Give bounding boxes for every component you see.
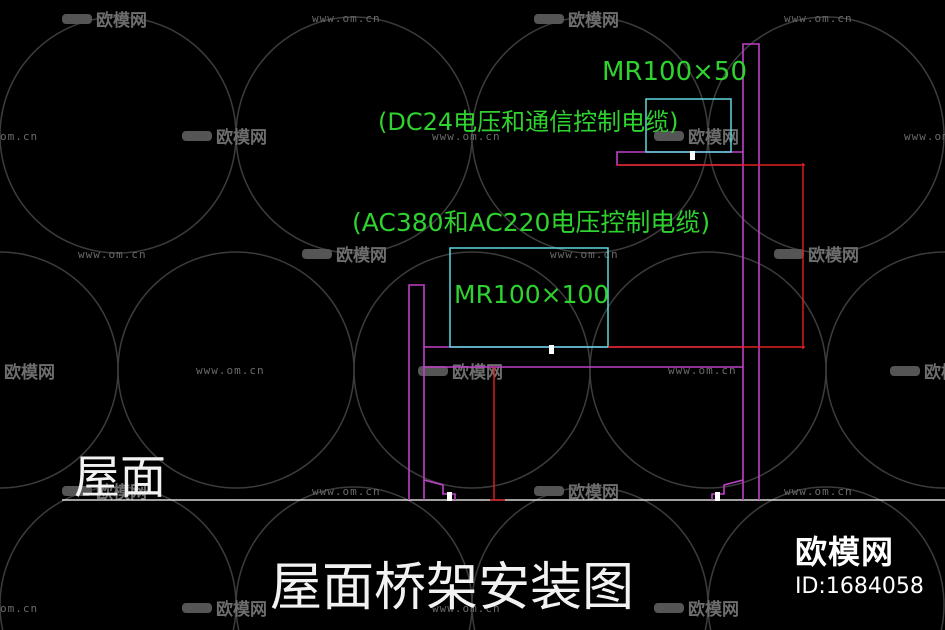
watermark-logo: 欧模网 — [654, 127, 739, 148]
watermark-logo: 欧模网 — [418, 362, 503, 383]
svg-text:欧模网: 欧模网 — [216, 127, 267, 148]
svg-text:www.om.cn: www.om.cn — [904, 130, 945, 143]
cable-tray-large — [449, 247, 609, 348]
drawing-title: 屋面桥架安装图 — [270, 558, 634, 618]
watermark-logo: 欧模网 — [182, 599, 267, 620]
watermark-urls: www.om.cn www.om.cn om.cn www.om.cn www.… — [0, 12, 945, 615]
cable-tray-small — [645, 98, 732, 153]
svg-text:www.om.cn: www.om.cn — [784, 12, 853, 25]
svg-text:欧模网: 欧模网 — [688, 127, 739, 148]
watermark-logo: 欧模网 — [182, 127, 267, 148]
svg-text:om.cn: om.cn — [0, 602, 38, 615]
watermark-logo: 欧模网 — [890, 362, 945, 383]
watermark-logo: 欧模网 — [534, 482, 619, 503]
svg-text:www.om.cn: www.om.cn — [668, 364, 737, 377]
bolt-icons — [447, 151, 720, 501]
watermark-logo: 欧模网 — [62, 482, 147, 503]
svg-text:欧模网: 欧模网 — [216, 599, 267, 620]
svg-text:欧模网: 欧模网 — [4, 362, 55, 383]
svg-text:欧模网: 欧模网 — [336, 245, 387, 266]
floor-label: 屋面 — [74, 450, 166, 504]
bolt-icon — [715, 492, 720, 501]
svg-text:www.om.cn: www.om.cn — [550, 248, 619, 261]
bolt-icon — [447, 492, 452, 501]
watermark-logo: 欧模网 — [302, 245, 387, 266]
watermark-logo: 欧模网 — [534, 10, 619, 31]
svg-text:www.om.cn: www.om.cn — [312, 485, 381, 498]
watermark-logo: 欧模网 — [654, 599, 739, 620]
svg-text:www.om.cn: www.om.cn — [78, 248, 147, 261]
svg-text:www.om.cn: www.om.cn — [784, 485, 853, 498]
svg-text:欧模网: 欧模网 — [808, 245, 859, 266]
tray-large-purpose-label: (AC380和AC220电压控制电缆) — [352, 208, 710, 237]
svg-text:欧模网: 欧模网 — [688, 599, 739, 620]
svg-text:欧模网: 欧模网 — [96, 10, 147, 31]
svg-text:www.om.cn: www.om.cn — [432, 130, 501, 143]
svg-text:欧模网: 欧模网 — [568, 482, 619, 503]
svg-text:欧模网: 欧模网 — [924, 362, 945, 383]
brand-id: ID:1684058 — [795, 574, 924, 599]
svg-text:欧模网: 欧模网 — [568, 10, 619, 31]
svg-text:www.om.cn: www.om.cn — [432, 602, 501, 615]
bolt-icon — [549, 345, 554, 354]
svg-text:欧模网: 欧模网 — [96, 482, 147, 503]
watermark-arcs — [0, 16, 945, 630]
bolt-icon — [690, 151, 695, 160]
tray-large-size-label: MR100×100 — [454, 280, 609, 309]
watermark-logo: 欧模网 — [4, 362, 55, 383]
svg-text:www.om.cn: www.om.cn — [312, 12, 381, 25]
watermark-logo: 欧模网 — [62, 10, 147, 31]
brand-name: 欧模网 — [795, 533, 895, 571]
tray-small-size-label: MR100×50 — [602, 57, 747, 87]
tray-small-purpose-label: (DC24电压和通信控制电缆) — [378, 108, 679, 136]
svg-text:om.cn: om.cn — [0, 130, 38, 143]
svg-text:www.om.cn: www.om.cn — [196, 364, 265, 377]
brand-stamp: 欧模网 ID:1684058 — [795, 534, 924, 600]
svg-text:欧模网: 欧模网 — [452, 362, 503, 383]
dimension-lines — [490, 163, 805, 501]
watermark-logo: 欧模网 — [774, 245, 859, 266]
